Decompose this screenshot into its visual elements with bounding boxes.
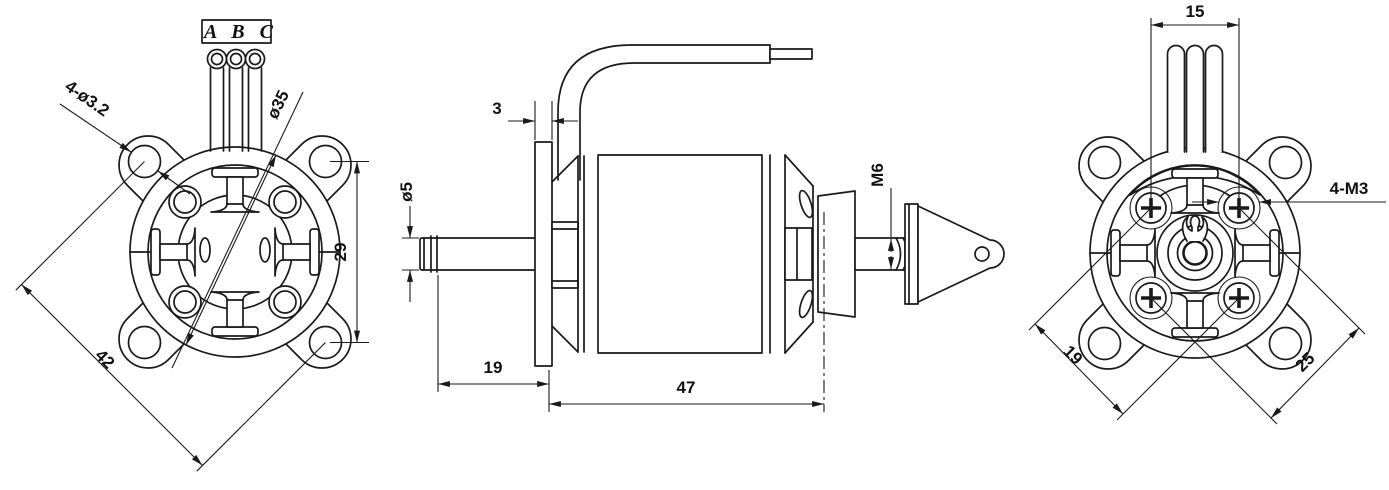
shaft-bore [1182,240,1208,266]
bell-front-taper [551,155,579,183]
rear-hub [1156,214,1234,292]
prop-adapter [904,203,1005,305]
spinner-hole [974,246,990,262]
motor-shaft [419,235,538,273]
front-bearing-boss [551,221,579,289]
prop-shaft [854,237,909,271]
adapter-washer [904,203,919,305]
phase-labels: A B C [202,21,278,43]
dim-outer-diameter: ø35 [263,87,293,122]
bell-front-taper [551,325,579,353]
rear-view: 15 4-M3 19 25 [1028,2,1386,425]
cooling-slot [798,189,814,219]
motor-body [597,154,763,354]
e-clip [1181,215,1209,242]
dim-mount-holes: 4-ø3.2 [62,77,113,121]
rear-bearing-boss [784,227,813,281]
dim-wire-exit-width: 15 [1186,2,1205,21]
phase-label-box [201,19,272,44]
dim-body-length: 47 [677,378,696,397]
rear-drive-cone [817,190,856,318]
side-view: 3 ø5 M6 19 47 [397,44,1005,412]
dim-flange-thickness: 3 [492,99,501,118]
side-wire-bundle [557,44,813,181]
rear-bell [784,154,814,354]
spinner-cone [917,205,1005,303]
side-dimensions: 3 ø5 M6 19 47 [397,99,895,412]
rear-dimensions: 15 4-M3 19 25 [1028,2,1386,425]
mounting-flange [534,141,553,367]
phase-wires [206,48,266,152]
wire-tip [769,48,813,60]
wire-terminal-icon [244,48,266,70]
wire-terminal-icon [206,48,228,70]
thread-line [895,237,902,271]
dim-shaft-protrusion: 19 [484,358,503,377]
dim-shaft-diameter: ø5 [397,182,416,202]
cooling-slot [798,289,814,319]
dim-prop-thread: M6 [868,163,887,187]
wire-terminal-icon [225,48,247,70]
rear-wires [1166,44,1224,153]
dim-hole-spacing: 29 [331,243,350,262]
front-view: A B C 29 42 4-ø3.2 ø35 [15,19,369,472]
dim-hole-diagonal: 42 [91,346,118,373]
dim-mount-screws: 4-M3 [1330,179,1369,198]
